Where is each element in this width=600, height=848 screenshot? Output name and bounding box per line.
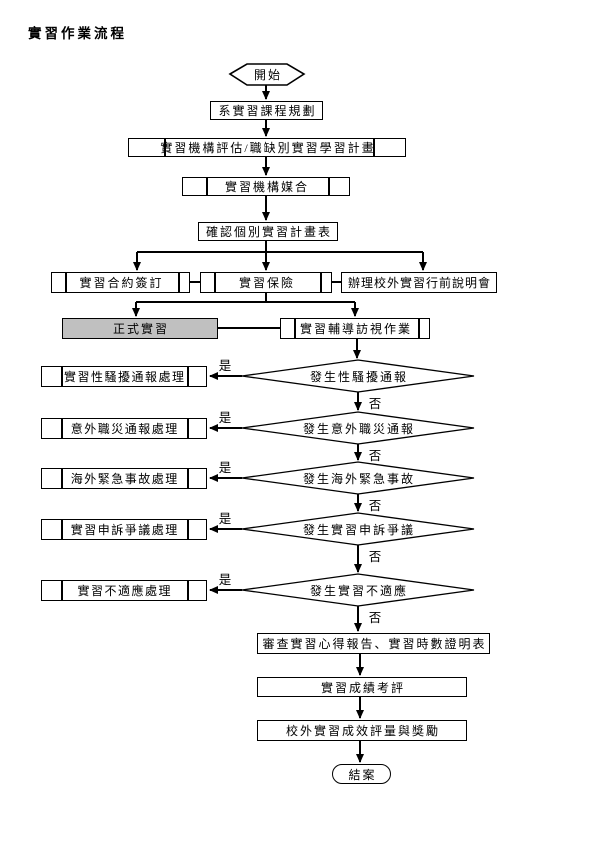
decision-diamond-2 xyxy=(241,411,475,445)
process-review-report: 審查實習心得報告、實習時數證明表 xyxy=(257,633,490,654)
side-bar xyxy=(187,367,189,386)
decision-label: 發生實習不適應 xyxy=(309,583,408,598)
side-bar xyxy=(206,178,208,195)
start-hexagon xyxy=(228,63,306,86)
end-terminator: 結案 xyxy=(332,764,391,784)
decision-label: 發生意外職災通報 xyxy=(302,421,415,436)
side-bar xyxy=(164,139,166,156)
process-label: 正式實習 xyxy=(112,322,169,336)
handler-label: 實習不適應處理 xyxy=(77,584,172,598)
no-label: 否 xyxy=(368,550,382,564)
side-bar xyxy=(61,469,63,488)
process-course-planning: 系實習課程規劃 xyxy=(210,101,323,120)
decision-sexual-harassment: 發生性騷擾通報 xyxy=(258,367,458,385)
yes-label: 是 xyxy=(218,512,232,526)
side-bar xyxy=(61,419,63,438)
side-bar xyxy=(61,520,63,539)
no-label: 否 xyxy=(368,611,382,625)
subprocess-org-matching: 實習機構媒合 xyxy=(182,177,350,196)
yes-label: 是 xyxy=(218,573,232,587)
decision-diamond-5 xyxy=(241,573,475,607)
side-bar xyxy=(294,319,296,338)
side-bar xyxy=(187,520,189,539)
process-label: 校外實習成效評量與獎勵 xyxy=(285,724,440,738)
handler-overseas-emergency: 海外緊急事故處理 xyxy=(41,468,207,489)
decision-diamonds xyxy=(241,359,475,607)
decision-occupational-accident: 發生意外職災通報 xyxy=(258,419,458,437)
side-bar xyxy=(65,273,67,292)
process-confirm-plan: 確認個別實習計畫表 xyxy=(198,222,338,241)
flow-lines xyxy=(132,85,427,763)
decision-label: 發生海外緊急事故 xyxy=(302,471,415,486)
handler-label: 海外緊急事故處理 xyxy=(70,472,179,486)
decision-diamond-1 xyxy=(241,359,475,393)
start-terminator: 開始 xyxy=(230,64,304,84)
decision-overseas-emergency: 發生海外緊急事故 xyxy=(258,469,458,487)
no-label: 否 xyxy=(368,397,382,411)
process-label: 辦理校外實習行前說明會 xyxy=(347,276,491,290)
decision-maladjustment: 發生實習不適應 xyxy=(258,581,458,599)
process-formal-internship: 正式實習 xyxy=(62,318,218,339)
side-bar xyxy=(320,273,322,292)
start-label: 開始 xyxy=(253,67,282,82)
subprocess-contract-signing: 實習合約簽訂 xyxy=(51,272,190,293)
side-bar xyxy=(214,273,216,292)
side-bar xyxy=(187,419,189,438)
process-grade-evaluation: 實習成績考評 xyxy=(257,677,467,697)
subprocess-counseling-visit: 實習輔導訪視作業 xyxy=(280,318,430,339)
subprocess-insurance: 實習保險 xyxy=(200,272,332,293)
side-bar xyxy=(187,469,189,488)
handler-occupational-accident: 意外職災通報處理 xyxy=(41,418,207,439)
decision-appeal-dispute: 發生實習申訴爭議 xyxy=(258,520,458,538)
side-bar xyxy=(328,178,330,195)
handler-label: 實習申訴爭議處理 xyxy=(70,523,179,537)
process-effectiveness-reward: 校外實習成效評量與獎勵 xyxy=(257,720,467,741)
handler-label: 實習性騷擾通報處理 xyxy=(63,370,186,384)
process-label: 確認個別實習計畫表 xyxy=(205,225,332,239)
handler-appeal-dispute: 實習申訴爭議處理 xyxy=(41,519,207,540)
no-label: 否 xyxy=(368,499,382,513)
process-label: 實習成績考評 xyxy=(320,680,405,695)
no-label: 否 xyxy=(368,449,382,463)
decision-diamond-3 xyxy=(241,461,475,495)
decision-diamond-4 xyxy=(241,512,475,546)
side-bar xyxy=(187,581,189,600)
process-label: 實習輔導訪視作業 xyxy=(299,322,412,336)
page-title: 實習作業流程 xyxy=(28,26,127,41)
yes-label: 是 xyxy=(218,461,232,475)
process-briefing: 辦理校外實習行前說明會 xyxy=(341,272,497,293)
side-bar xyxy=(373,139,375,156)
handler-sexual-harassment: 實習性騷擾通報處理 xyxy=(41,366,207,387)
process-label: 實習合約簽訂 xyxy=(79,276,164,290)
process-label: 系實習課程規劃 xyxy=(218,104,317,118)
handler-label: 意外職災通報處理 xyxy=(70,422,179,436)
process-label: 審查實習心得報告、實習時數證明表 xyxy=(262,637,487,651)
side-bar xyxy=(418,319,420,338)
side-bar xyxy=(178,273,180,292)
process-label: 實習機構評估/職缺別實習學習計畫 xyxy=(160,141,376,155)
handler-maladjustment: 實習不適應處理 xyxy=(41,580,207,601)
decision-label: 發生實習申訴爭議 xyxy=(302,522,415,537)
yes-label: 是 xyxy=(218,411,232,425)
process-label: 實習保險 xyxy=(238,276,295,290)
yes-label: 是 xyxy=(218,359,232,373)
decision-label: 發生性騷擾通報 xyxy=(309,369,408,384)
process-label: 實習機構媒合 xyxy=(224,180,309,194)
end-label: 結案 xyxy=(348,767,377,782)
side-bar xyxy=(61,581,63,600)
side-bar xyxy=(61,367,63,386)
subprocess-org-evaluation: 實習機構評估/職缺別實習學習計畫 xyxy=(128,138,406,157)
